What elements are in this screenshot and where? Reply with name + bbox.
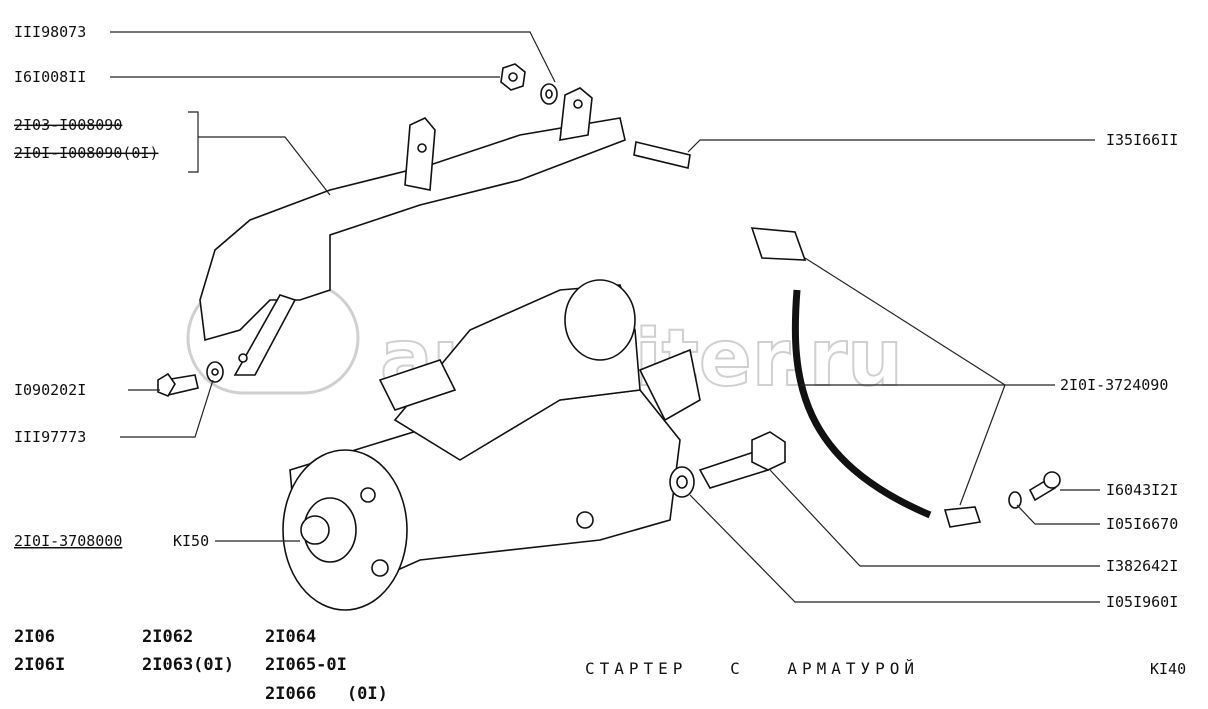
callout-bolt-right: I6043I2I: [1106, 481, 1178, 499]
bolt-left: [157, 372, 199, 397]
washer-right: [1008, 491, 1022, 509]
callout-starter-ref: KI50: [173, 532, 209, 550]
callout-washer-right: I05I6670: [1106, 515, 1178, 533]
callout-bolt-mid: I382642I: [1106, 557, 1178, 575]
stud: [633, 141, 691, 169]
callout-III98073: III98073: [14, 23, 86, 41]
starter-motor: [282, 279, 701, 611]
leader-lines: [110, 31, 1100, 603]
callout-washer-mid: I05I960I: [1106, 593, 1178, 611]
bolt-right: [1028, 471, 1061, 502]
callout-bolt-left: I090202I: [14, 381, 86, 399]
model: 2I062: [142, 627, 193, 647]
mounting-bracket: [199, 87, 626, 376]
model: 2I063(0I): [142, 655, 234, 675]
callout-wire: 2I0I-3724090: [1060, 376, 1168, 394]
washer: [540, 83, 558, 105]
callout-starter: 2I0I-3708000: [14, 532, 122, 550]
model: 2I064: [265, 627, 316, 647]
model: 2I065-0I: [265, 655, 347, 675]
washer-left: [206, 361, 224, 383]
washer-mid: [669, 466, 695, 498]
callout-stud: I35I66II: [1106, 131, 1178, 149]
callout-washer-left: III97773: [14, 428, 86, 446]
page-code: KI40: [1150, 660, 1186, 678]
nut: [500, 63, 526, 91]
callout-bracket-b: 2I0I-I008090(0I): [14, 144, 159, 162]
callout-bracket-a: 2I03-I008090: [14, 116, 122, 134]
model: 2I06I: [14, 655, 65, 675]
wire: [750, 227, 982, 528]
model: 2I066 (0I): [265, 684, 388, 704]
diagram-title: СТАРТЕР С АРМАТУРОЙ: [585, 659, 919, 678]
bolt-mid: [698, 431, 786, 489]
callout-I6I008II: I6I008II: [14, 68, 86, 86]
model: 2I06: [14, 627, 55, 647]
